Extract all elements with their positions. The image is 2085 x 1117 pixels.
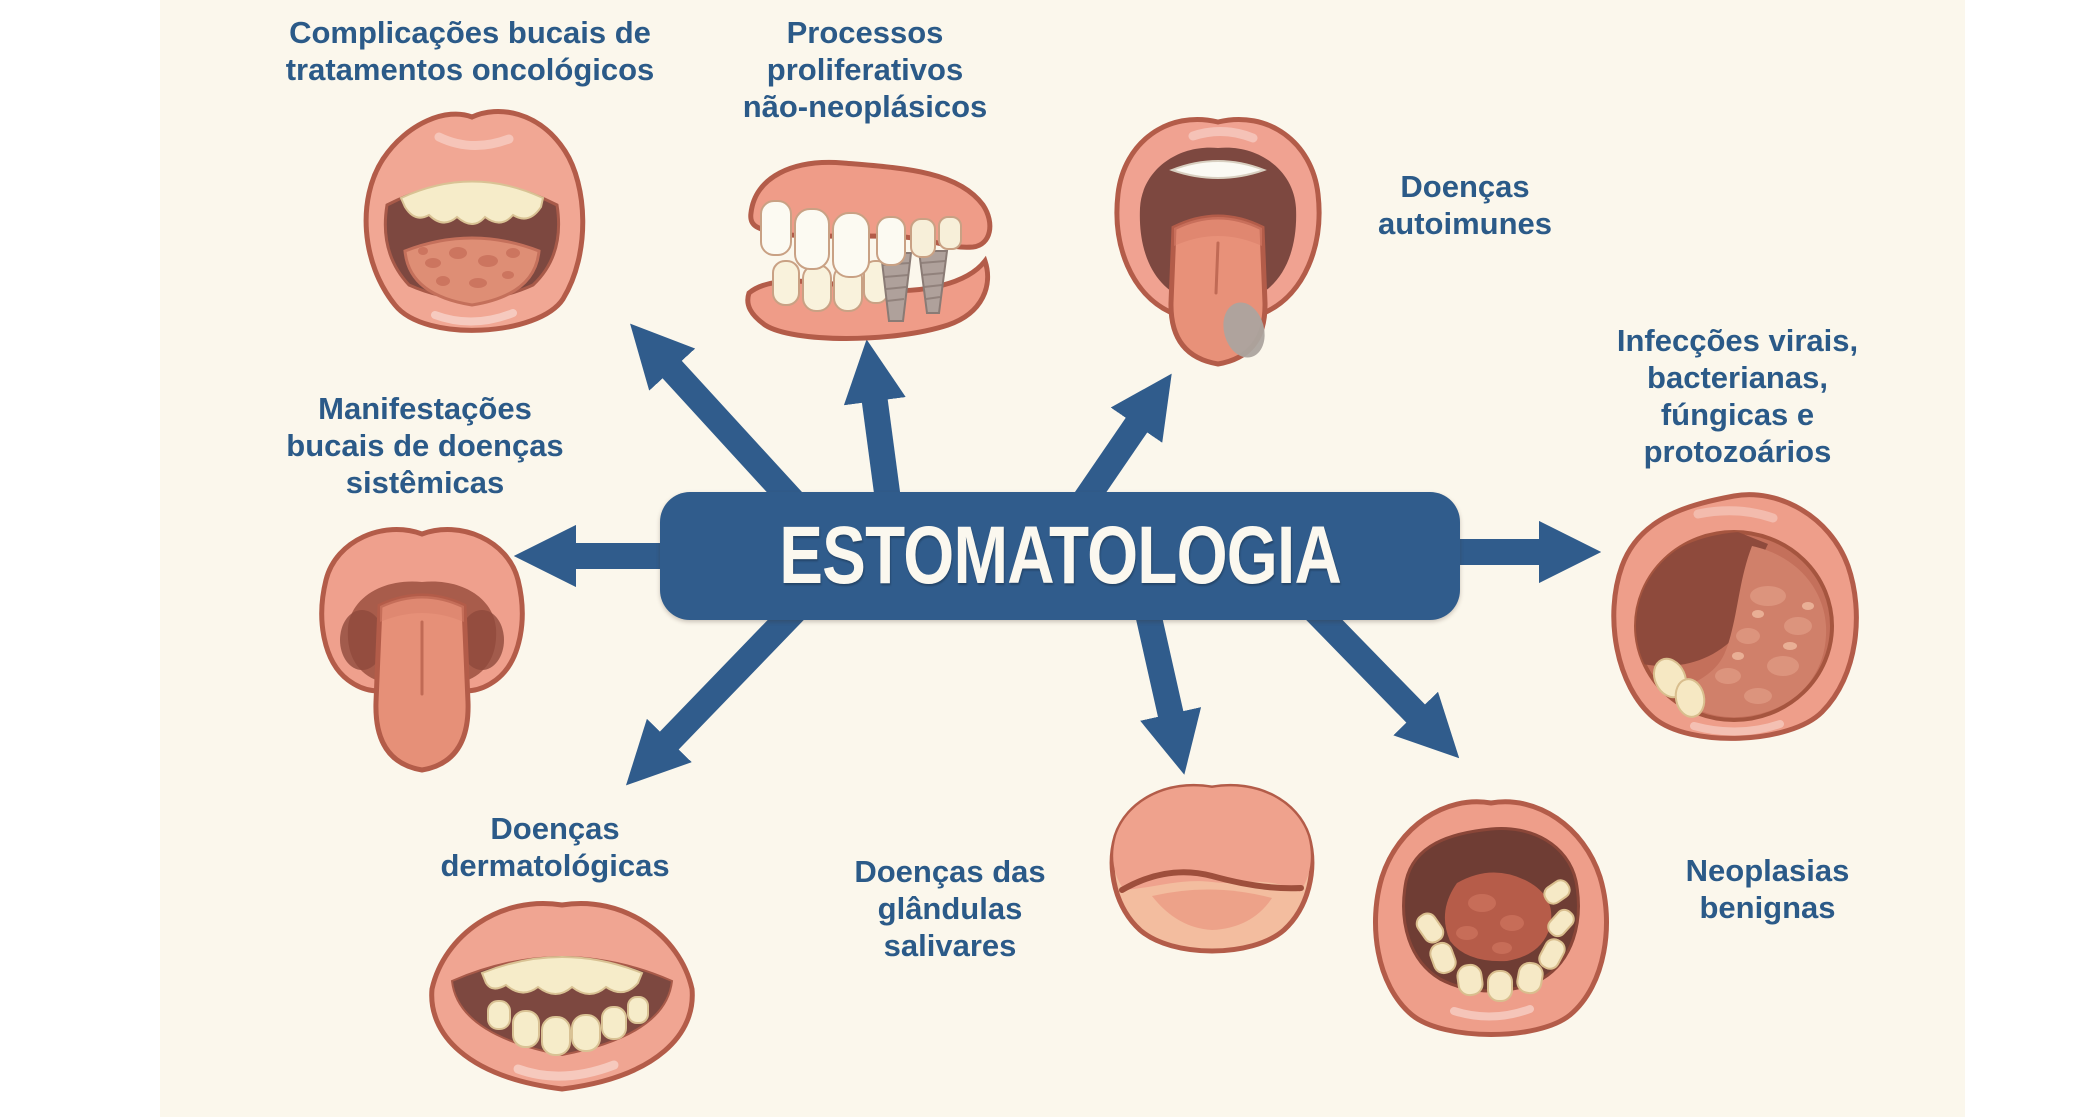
open-mouth-with-tumor-icon — [1373, 799, 1609, 1037]
label-oncologic-complications: Complicações bucais de tratamentos oncol… — [285, 15, 655, 87]
label-autoimmune-diseases: Doenças autoimunes — [1378, 169, 1552, 241]
central-topic-box: ESTOMATOLOGIA — [660, 492, 1460, 620]
protruding-tongue-icon — [319, 527, 525, 773]
oral-cavity-with-infection-icon — [1611, 492, 1859, 741]
label-dermatologic-diseases: Doenças dermatológicas — [440, 811, 670, 883]
open-mouth-with-teeth-icon — [429, 901, 695, 1092]
closed-lips-icon — [1109, 783, 1315, 954]
label-benign-neoplasms: Neoplasias benignas — [1685, 853, 1850, 925]
label-proliferative-processes: Processos proliferativos não-neoplásicos — [742, 15, 988, 124]
central-topic-title: ESTOMATOLOGIA — [779, 510, 1342, 601]
protruding-tongue-with-lesion-icon — [1114, 117, 1322, 367]
label-salivary-gland-diseases: Doenças das glândulas salivares — [854, 854, 1046, 963]
arrow-to-salivary — [1132, 597, 1202, 775]
teeth-with-dental-implants-icon — [745, 159, 993, 341]
label-infections: Infecções virais, bacterianas, fúngicas … — [1616, 323, 1859, 469]
label-systemic-manifestations: Manifestações bucais de doenças sistêmic… — [286, 391, 564, 500]
arrow-to-dermatologic — [625, 590, 815, 786]
open-mouth-spotted-tongue-icon — [363, 109, 586, 333]
